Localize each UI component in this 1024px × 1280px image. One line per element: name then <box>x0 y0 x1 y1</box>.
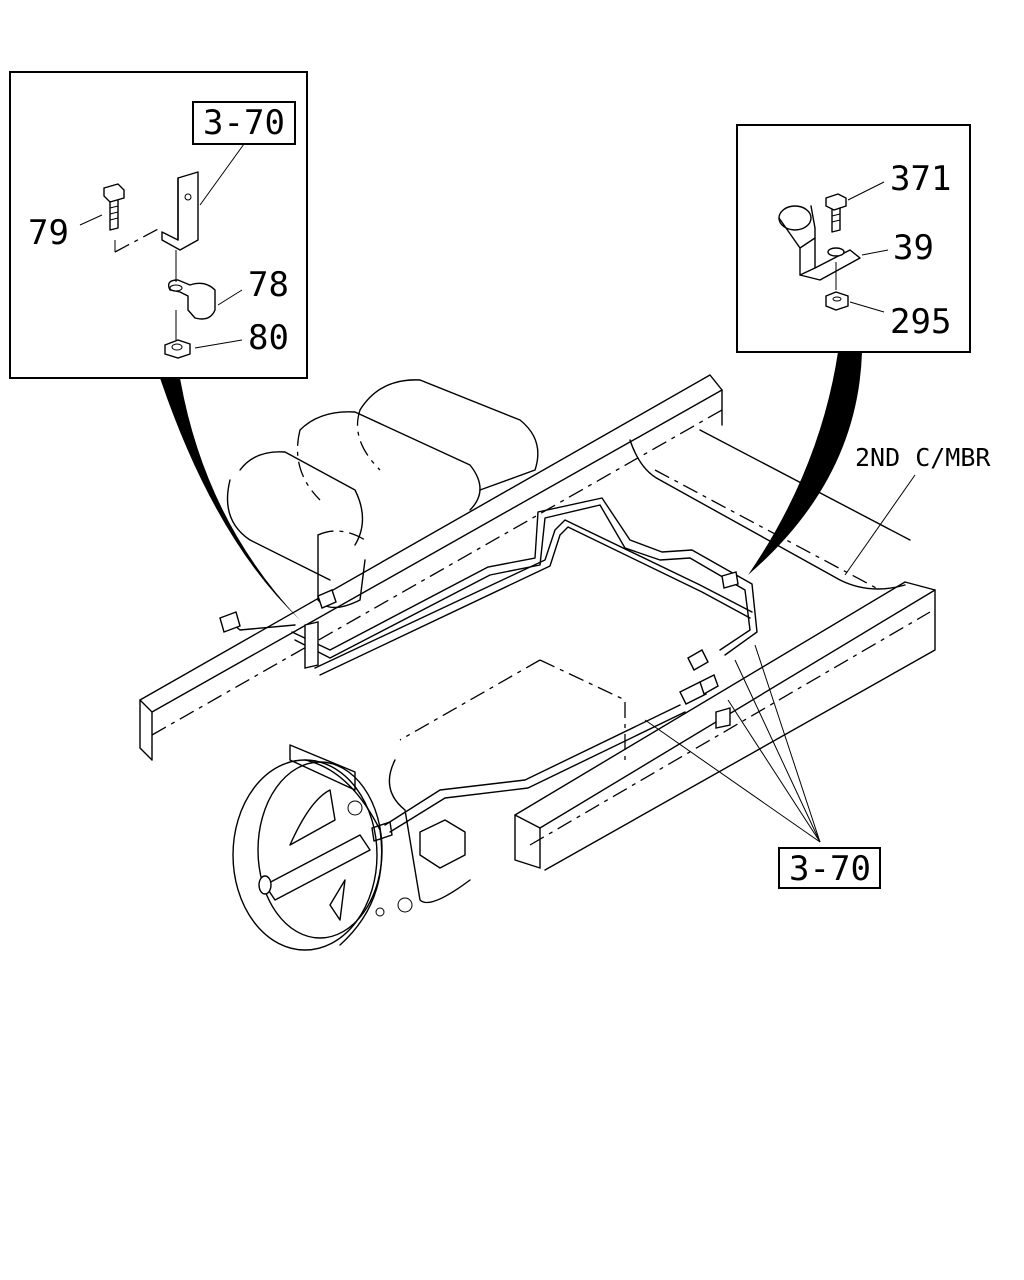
pto-pump <box>232 744 466 951</box>
air-lines <box>227 497 758 833</box>
clamp-part <box>778 205 861 281</box>
lower-frame-rail <box>514 581 936 871</box>
bottom-ref-frame <box>778 847 881 889</box>
washer-39-part <box>827 247 845 257</box>
air-tanks <box>226 379 539 609</box>
left-detail-box: 3-70 79 78 80 <box>9 71 308 379</box>
bottom-ref-label: 3-70 <box>789 849 871 889</box>
clip-78-part <box>167 279 216 320</box>
transmission-housing <box>388 659 626 904</box>
bolt-371-label: 371 <box>890 159 951 199</box>
right-detail-pointer <box>748 352 862 575</box>
crossmember-leader <box>844 474 916 576</box>
left-detail-pointer <box>160 378 300 620</box>
left-ref-label: 3-70 <box>203 103 285 143</box>
bolt-79-part <box>103 183 125 231</box>
bracket-part <box>161 171 199 251</box>
chassis-assembly <box>139 374 936 951</box>
bolt-79-label: 79 <box>28 213 69 253</box>
upper-frame-rail <box>139 374 723 761</box>
clip-78-label: 78 <box>248 265 289 305</box>
bottom-ref-leaders <box>644 644 821 843</box>
nut-295-part <box>825 291 849 311</box>
bolt-371-part <box>825 193 847 233</box>
washer-39-label: 39 <box>893 228 934 268</box>
nut-80-label: 80 <box>248 318 289 358</box>
crossmember-label: 2ND C/MBR <box>855 443 991 472</box>
nut-295-label: 295 <box>890 302 951 342</box>
line-fittings <box>219 571 739 729</box>
nut-80-part <box>164 339 191 359</box>
right-detail-box: 371 39 295 <box>736 124 971 353</box>
left-ref-frame <box>192 101 296 145</box>
